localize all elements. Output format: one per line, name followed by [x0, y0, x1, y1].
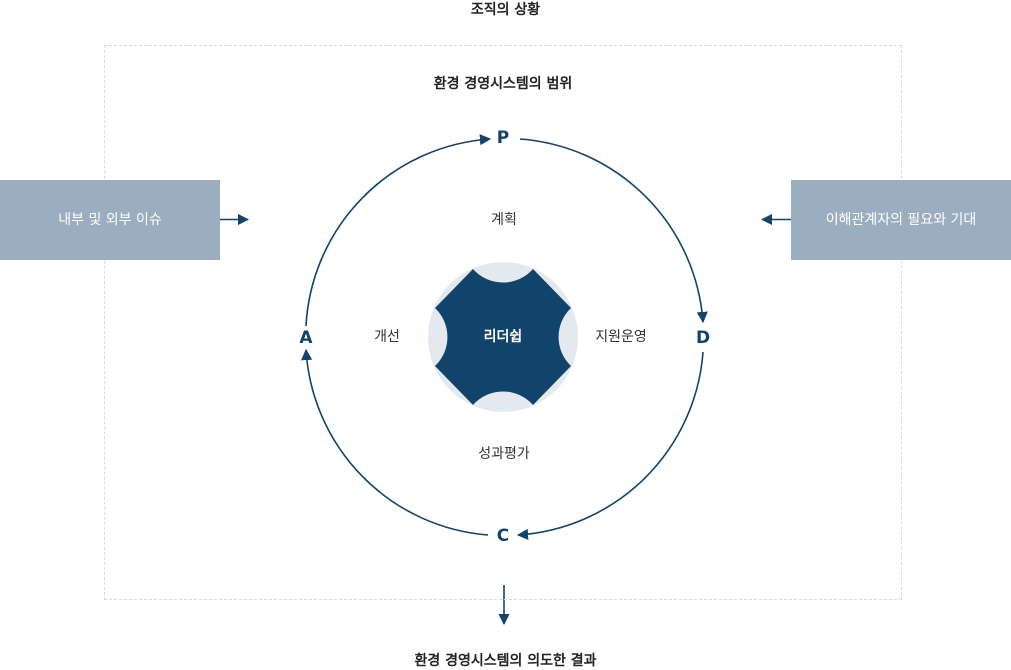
act-label: 개선 — [374, 329, 400, 345]
core-shape — [435, 269, 571, 405]
scope-title: 환경 경영시스템의 범위 — [433, 76, 573, 92]
intended-result-label: 환경 경영시스템의 의도한 결과 — [414, 653, 597, 669]
do-label: 지원운영 — [595, 329, 647, 345]
stakeholder-needs-box: 이해관계자의 필요와 기대 — [791, 180, 1011, 260]
arc-p-to-d — [519, 138, 708, 324]
context-title: 조직의 상황 — [470, 2, 541, 18]
internal-external-issues-box: 내부 및 외부 이슈 — [0, 180, 220, 260]
arc-c-to-a — [301, 348, 489, 536]
cycle-letter-p: P — [496, 128, 510, 148]
check-label: 성과평가 — [478, 446, 530, 462]
cycle-letter-c: C — [496, 526, 510, 546]
leadership-label: 리더쉽 — [483, 329, 523, 345]
arc-d-to-c — [516, 351, 704, 540]
cycle-letter-a: A — [299, 328, 313, 348]
arc-a-to-p — [305, 134, 492, 327]
plan-label: 계획 — [491, 212, 517, 228]
cycle-letter-d: D — [695, 328, 711, 348]
scope-boundary — [104, 45, 902, 600]
